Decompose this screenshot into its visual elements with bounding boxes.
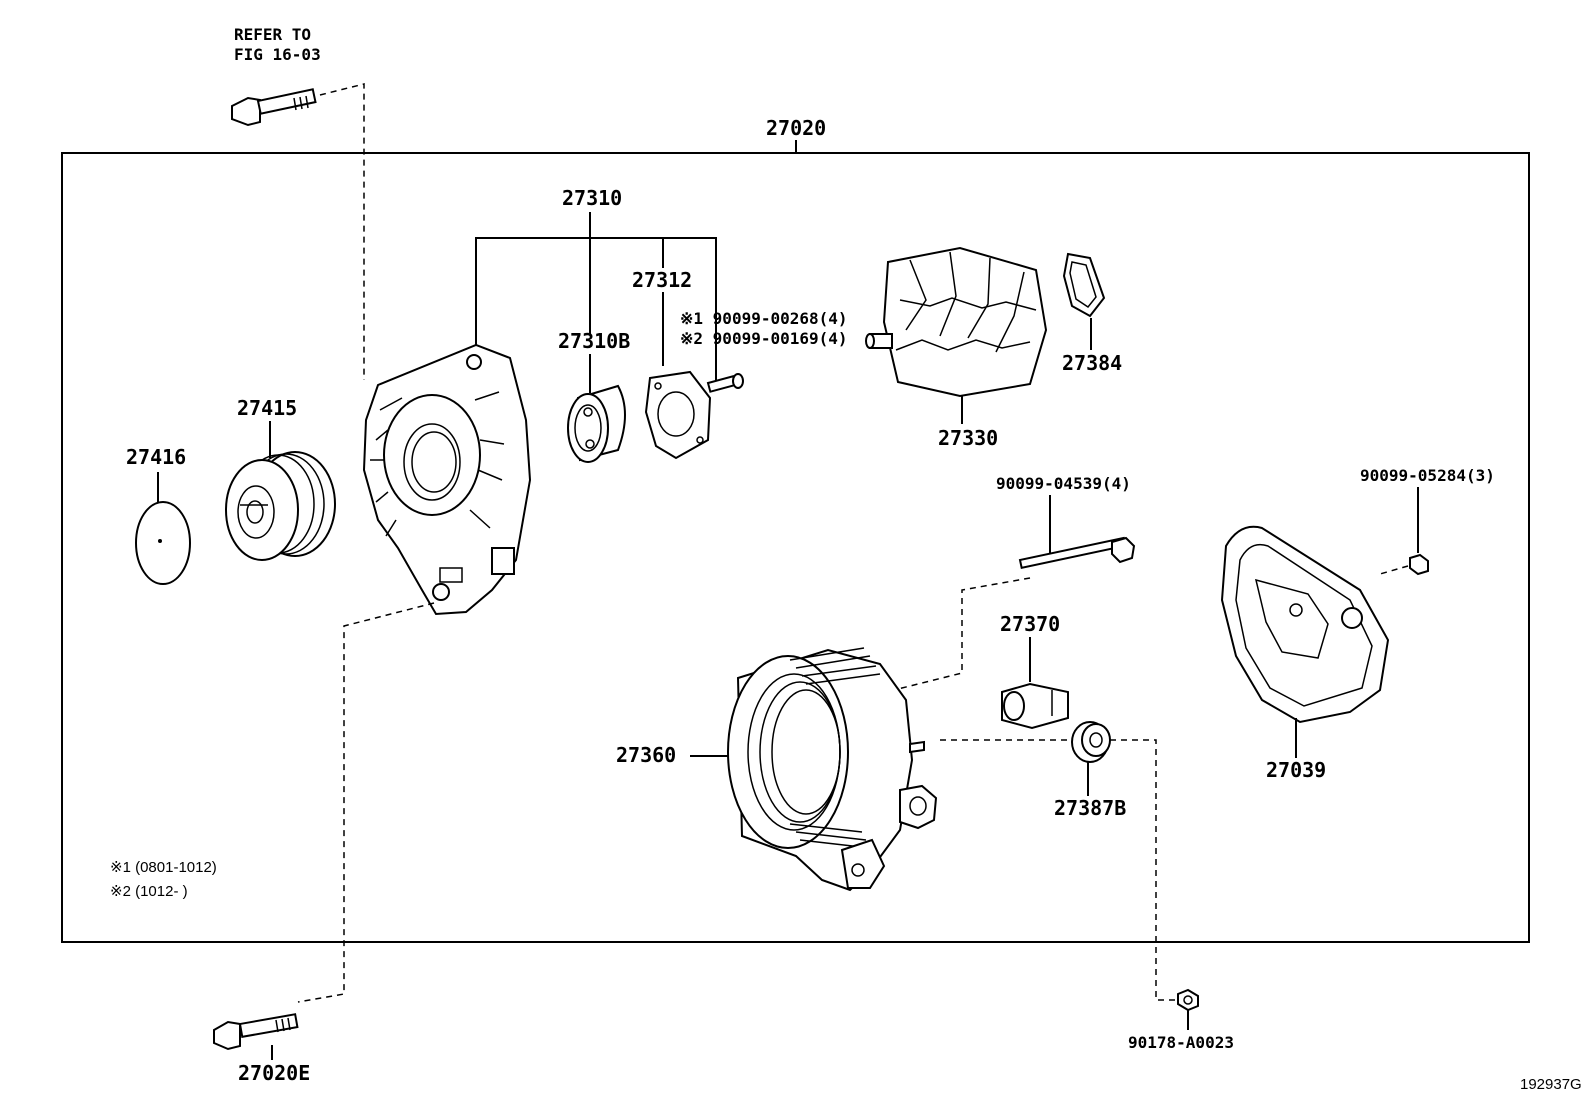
part-label-27416: 27416: [126, 445, 186, 469]
part-label-27310B: 27310B: [558, 329, 630, 353]
part-front-housing: [297, 343, 532, 1003]
part-label-90099-05284: 90099-05284(3): [1360, 466, 1495, 485]
refer-to-label: REFER TO: [234, 25, 311, 44]
assembly-box: 27020: [61, 116, 1530, 943]
part-label-27360: 27360: [616, 743, 676, 767]
part-label-27370: 27370: [1000, 612, 1060, 636]
legend: ※1 (0801-1012) ※2 (1012- ): [110, 859, 217, 900]
part-27039-cover: 27039: [1220, 525, 1390, 782]
bolt-note-2: ※2 90099-00169(4): [680, 329, 848, 348]
part-label-27330: 27330: [938, 426, 998, 450]
part-27360-stator: 27360: [616, 647, 938, 892]
part-label-27020E: 27020E: [238, 1061, 310, 1085]
part-27310B-bearing: [567, 384, 626, 463]
part-screw-90099: [706, 373, 744, 393]
bolt-note-1: ※1 90099-00268(4): [680, 309, 848, 328]
part-label-90099-04539: 90099-04539(4): [996, 474, 1131, 493]
part-label-27415: 27415: [237, 396, 297, 420]
part-label-27312: 27312: [632, 268, 692, 292]
group-27310-leaders: 27310 27312 27310B ※1 90099-00268(4) ※2 …: [475, 186, 848, 393]
part-90099-04539-bolt: 90099-04539(4): [897, 474, 1136, 690]
part-90099-05284-nut: 90099-05284(3): [1360, 466, 1495, 576]
part-label-27384: 27384: [1062, 351, 1122, 375]
reference-bolt-top: REFER TO FIG 16-03: [231, 25, 365, 380]
part-label-27039: 27039: [1266, 758, 1326, 782]
part-label-27387B: 27387B: [1054, 796, 1126, 820]
part-27312-plate: [644, 370, 712, 460]
fig-ref-label: FIG 16-03: [234, 45, 321, 64]
part-27020E-bolt: 27020E: [213, 1013, 310, 1085]
assembly-number-label: 27020: [766, 116, 826, 140]
part-27416-cap: 27416: [126, 445, 191, 585]
legend-line-2: ※2 (1012- ): [110, 883, 188, 900]
part-27387B-insulator: 27387B: [940, 721, 1176, 1001]
part-label-27310: 27310: [562, 186, 622, 210]
part-27415-pulley: 27415: [225, 396, 336, 561]
part-27370-brush-holder: 27370: [1000, 612, 1069, 730]
part-90178-nut: 90178-A0023: [1128, 988, 1234, 1052]
figure-id: 192937G: [1520, 1076, 1582, 1093]
legend-line-1: ※1 (0801-1012): [110, 859, 217, 876]
part-label-90178: 90178-A0023: [1128, 1033, 1234, 1052]
part-27330-rotor: 27330: [865, 246, 1048, 450]
part-27384-ring: 27384: [1062, 252, 1122, 375]
